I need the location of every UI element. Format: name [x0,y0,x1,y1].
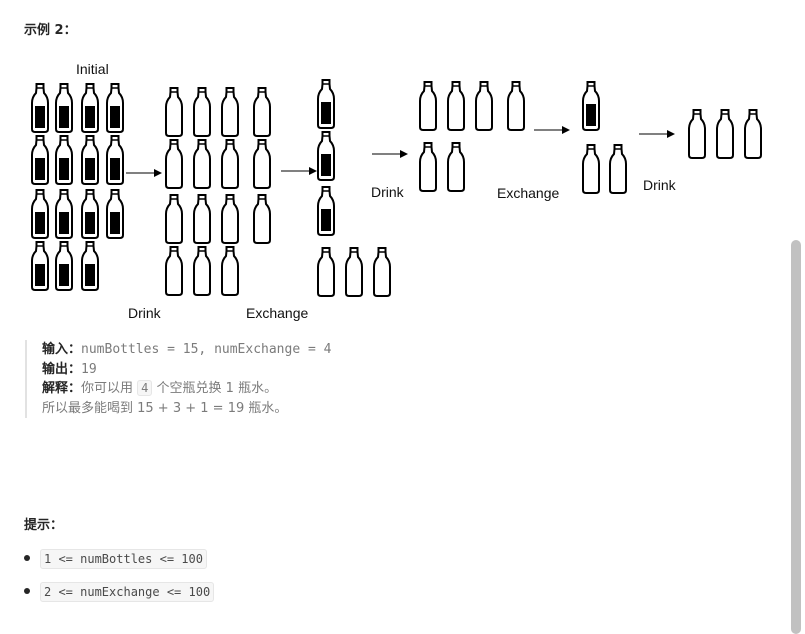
full-bottle-icon [31,189,49,239]
full-bottle-icon [81,189,99,239]
empty-bottle-icon [373,247,391,297]
empty-bottle-icon [193,246,211,296]
full-bottle-icon [317,131,335,181]
empty-bottle-icon [221,139,239,189]
empty-bottle-icon [193,87,211,137]
empty-bottle-icon [221,87,239,137]
hint-code: 2 <= numExchange <= 100 [40,582,215,602]
list-item: 2 <= numExchange <= 100 [24,581,215,614]
explanation-label: 解释： [42,381,82,396]
bullet-icon [24,555,30,561]
empty-bottle-icon [447,81,465,131]
full-bottle-icon [317,186,335,236]
empty-bottle-icon [193,194,211,244]
empty-bottle-icon [688,109,706,159]
full-bottle-icon [106,83,124,133]
input-label: 输入： [42,342,82,357]
inline-code: 4 [137,380,153,396]
empty-bottle-icon [419,81,437,131]
empty-bottle-icon [221,194,239,244]
full-bottle-icon [55,241,73,291]
full-bottle-icon [582,81,600,131]
empty-bottle-icon [507,81,525,131]
explanation-text: 你可以用 [81,381,134,396]
example-blockquote: 输入：numBottles = 15, numExchange = 4 输出：1… [25,340,562,418]
full-bottle-icon [317,79,335,129]
empty-bottle-icon [165,246,183,296]
label-drink: Drink [371,184,405,200]
empty-bottle-icon [345,247,363,297]
full-bottle-icon [31,135,49,185]
empty-bottle-icon [716,109,734,159]
full-bottle-icon [81,83,99,133]
label-drink: Drink [643,177,677,193]
full-bottle-icon [81,241,99,291]
empty-bottle-icon [317,247,335,297]
empty-bottle-icon [253,194,271,244]
list-item: 1 <= numBottles <= 100 [24,548,214,581]
explanation-text: 个空瓶兑换 1 瓶水。 [156,381,278,396]
full-bottle-icon [55,189,73,239]
full-bottle-icon [55,135,73,185]
output-label: 输出： [42,361,82,377]
full-bottle-icon [106,189,124,239]
empty-bottle-icon [253,139,271,189]
hint-code: 1 <= numBottles <= 100 [40,549,207,569]
hints-list: 1 <= numBottles <= 100 2 <= numExchange … [24,548,215,614]
empty-bottle-icon [165,194,183,244]
full-bottle-icon [55,83,73,133]
input-value: numBottles = 15, numExchange = 4 [81,342,332,357]
empty-bottle-icon [253,87,271,137]
empty-bottle-icon [165,87,183,137]
scrollbar[interactable] [791,240,801,634]
empty-bottle-icon [419,142,437,192]
empty-bottle-icon [447,142,465,192]
full-bottle-icon [81,135,99,185]
bullet-icon [24,588,30,594]
empty-bottle-icon [475,81,493,131]
empty-bottle-icon [221,246,239,296]
full-bottle-icon [106,135,124,185]
example-title: 示例 2： [24,23,77,38]
label-drink: Drink [128,305,162,321]
empty-bottle-icon [165,139,183,189]
empty-bottle-icon [582,144,600,194]
empty-bottle-icon [609,144,627,194]
empty-bottle-icon [744,109,762,159]
bottle-exchange-diagram: Initial Drink Exchange Drink Exchange Dr… [31,61,762,321]
full-bottle-icon [31,83,49,133]
label-exchange: Exchange [497,185,559,201]
label-exchange: Exchange [246,305,308,321]
full-bottle-icon [31,241,49,291]
label-initial: Initial [76,61,109,77]
empty-bottle-icon [193,139,211,189]
explanation-text: 所以最多能喝到 15 + 3 + 1 = 19 瓶水。 [42,400,288,416]
output-value: 19 [81,361,97,377]
hints-title: 提示： [24,518,64,533]
